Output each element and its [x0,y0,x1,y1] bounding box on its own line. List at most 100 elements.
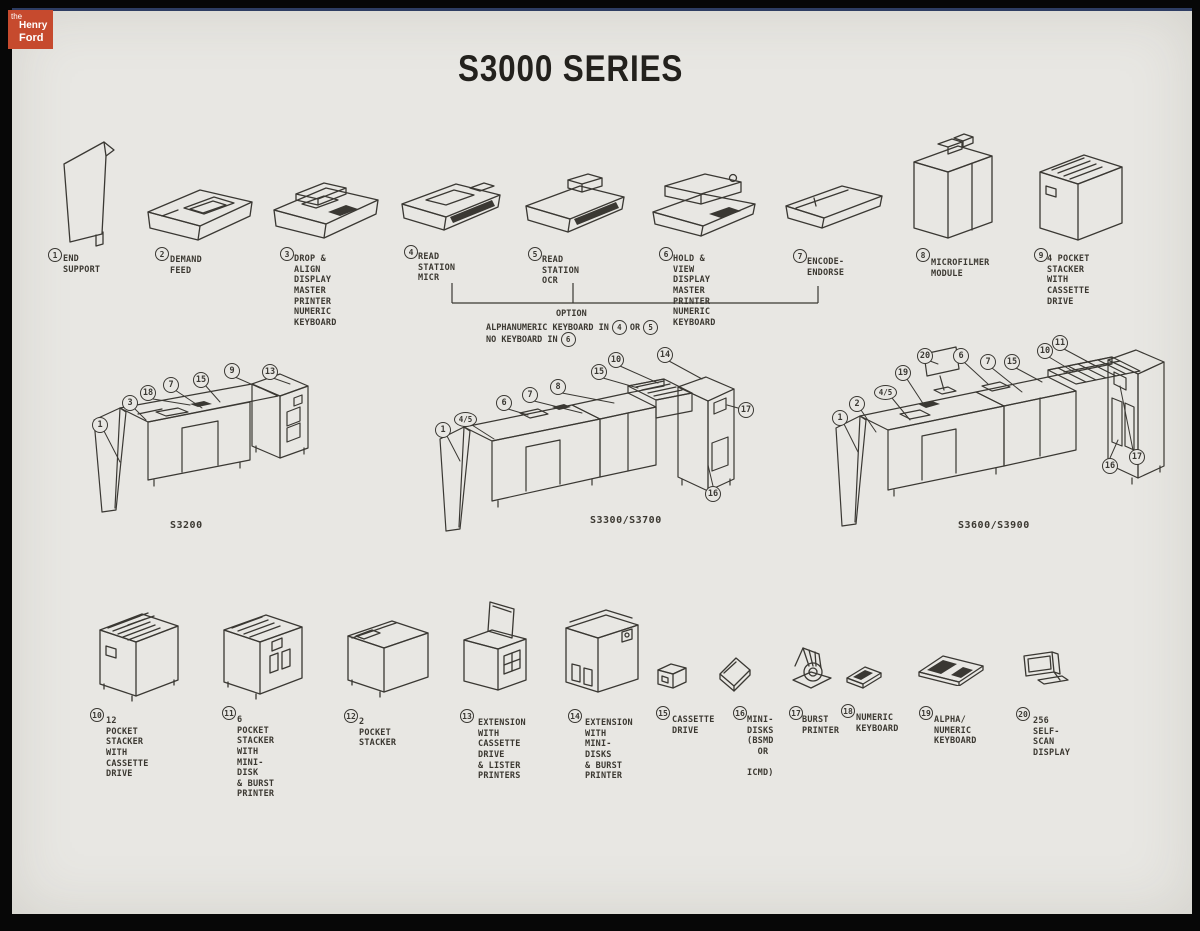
item-label: DROP & ALIGN DISPLAY MASTER PRINTER NUME… [294,254,337,328]
option-line2-text: ALPHANUMERIC KEYBOARD IN [486,322,609,333]
machine-name: S3600/S3900 [958,520,1030,531]
scanned-page [12,8,1192,914]
item-number: 9 [1034,248,1048,262]
callout: 1 [435,422,451,438]
callout: 14 [657,347,673,363]
item-label: HOLD & VIEW DISPLAY MASTER PRINTER NUMER… [673,254,716,328]
cassette-drive-icon [657,663,687,689]
option-note-line3: NO KEYBOARD IN 6 [486,332,576,347]
item-label: BURST PRINTER [802,715,840,736]
item-label: CASSETTE DRIVE [672,715,715,736]
callout: 16 [1102,458,1118,474]
item-label: 6 POCKET STACKER WITH MINI-DISK & BURST … [237,715,275,800]
self-scan-display-icon [1023,651,1069,685]
item-number: 14 [568,709,582,723]
item-label: 12 POCKET STACKER WITH CASSETTE DRIVE [106,716,149,780]
item-label: DEMAND FEED [170,255,202,276]
callout: 15 [591,364,607,380]
item-label: READ STATION MICR [418,252,456,284]
item-number: 15 [656,706,670,720]
item-number: 12 [344,709,358,723]
item-label: END SUPPORT [63,254,101,275]
item-number: 20 [1016,707,1030,721]
callout: 7 [163,377,179,393]
callout: 15 [193,372,209,388]
demand-feed-icon [147,189,253,241]
machine-name: S3300/S3700 [590,515,662,526]
item-number: 8 [916,248,930,262]
callout: 10 [608,352,624,368]
item-number: 18 [841,704,855,718]
logo-ford: Ford [19,32,44,44]
item-number: 19 [919,706,933,720]
callout: 18 [140,385,156,401]
numeric-keyboard-icon [846,666,882,689]
callout: 6 [953,348,969,364]
machine-s3200-drawing [93,373,309,513]
page-title: S3000 SERIES [458,48,684,89]
callout: 1 [832,410,848,426]
pocket-stacker-4-icon [1039,154,1123,241]
option-note-title: OPTION [556,309,587,319]
option-num-4: 4 [611,320,627,335]
item-number: 5 [528,247,542,261]
item-label: ALPHA/ NUMERIC KEYBOARD [934,715,977,747]
callout: 3 [122,395,138,411]
callout: 2 [849,396,865,412]
item-number: 6 [659,247,673,261]
option-note-line2: ALPHANUMERIC KEYBOARD IN 4 OR 5 [486,320,659,335]
callout: 4/5 [874,385,897,400]
read-station-micr-icon [401,182,501,231]
drop-align-icon [273,182,379,239]
item-label: 256 SELF-SCAN DISPLAY [1033,716,1071,758]
pocket-stacker-12-icon [99,612,179,702]
machine-s3600-drawing [835,346,1165,527]
item-number: 10 [90,708,104,722]
henry-ford-logo: the Henry Ford [8,10,53,49]
hold-view-icon [652,173,756,237]
item-number: 16 [733,706,747,720]
option-bracket [451,283,819,304]
callout: 7 [980,354,996,370]
callout: 19 [895,365,911,381]
callout: 16 [705,486,721,502]
callout: 17 [738,402,754,418]
item-label: 4 POCKET STACKER WITH CASSETTE DRIVE [1047,254,1090,307]
item-number: 13 [460,709,474,723]
microfilmer-icon [913,133,993,239]
encode-endorse-icon [785,185,883,229]
extension-cassette-icon [463,601,527,691]
end-support-icon [63,141,115,247]
machine-name: S3200 [170,520,203,531]
item-label: MICROFILMER MODULE [931,258,990,279]
item-label: NUMERIC KEYBOARD [856,713,899,734]
callout: 13 [262,364,278,380]
read-station-ocr-icon [525,173,625,233]
item-label: 2 POCKET STACKER [359,717,397,749]
machine-s3200: 1 3 18 7 15 9 13 S3200 [90,358,325,538]
item-label: EXTENSION WITH MINI-DISKS & BURST PRINTE… [585,718,633,782]
callout: 9 [224,363,240,379]
callout: 20 [917,348,933,364]
item-label: ENCODE-ENDORSE [807,257,845,278]
callout: 17 [1129,449,1145,465]
item-label: EXTENSION WITH CASSETTE DRIVE & LISTER P… [478,718,526,782]
callout: 7 [522,387,538,403]
machine-s3600-s3900: 1 2 4/5 19 20 6 7 15 10 11 16 17 S3600/S… [826,328,1174,546]
item-label: MINI-DISKS (BSMD OR ICMD) [747,715,774,779]
extension-minidisk-icon [565,609,639,693]
alpha-numeric-keyboard-icon [918,655,984,686]
callout: 10 [1037,343,1053,359]
callout: 11 [1052,335,1068,351]
callout: 6 [496,395,512,411]
option-or-text: OR [629,322,641,333]
option-num-6: 6 [560,332,576,347]
item-label: READ STATION OCR [542,255,580,287]
item-number: 2 [155,247,169,261]
callout: 15 [1004,354,1020,370]
item-number: 17 [789,706,803,720]
mini-disks-icon [719,657,751,692]
option-title-text: OPTION [556,309,587,319]
item-number: 1 [48,248,62,262]
callout: 8 [550,379,566,395]
